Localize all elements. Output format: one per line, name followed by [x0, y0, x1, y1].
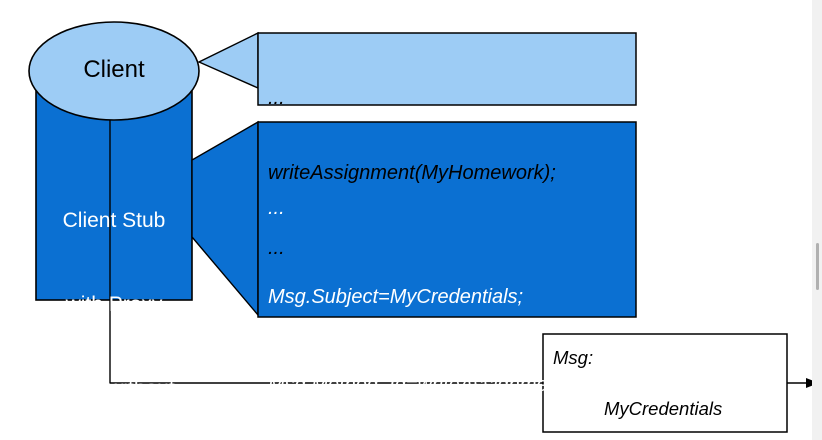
client-stub-label-line: (here without: [53, 377, 175, 400]
call-code-line: ...: [268, 237, 285, 259]
client-stub-label-line: Client Stub: [62, 209, 166, 232]
client-stub-label: Client Stub with Proxy (here without PEP…: [36, 151, 192, 440]
client-stub-label-line: with Proxy: [65, 293, 163, 316]
marshal-code-snippet: ... Msg.Subject=MyCredentials; Msg.Metho…: [268, 135, 598, 440]
marshal-callout-pointer: [191, 120, 259, 317]
message-flow-connector: [109, 100, 543, 384]
call-callout-pointer: [197, 31, 259, 90]
message-value-line: MyCredentials: [604, 398, 723, 419]
call-code-line: writeAssignment(MyHomework);: [268, 162, 556, 184]
client-stub-shape: [35, 87, 193, 301]
marshal-code-line: Msg.Subject=MyCredentials;: [268, 285, 524, 308]
marshal-callout-box: [257, 121, 637, 318]
call-code-snippet: ... writeAssignment(MyHomework); ...: [268, 36, 556, 311]
message-box-content: Msg: MyCredentials writeAssignment_Id My…: [553, 345, 765, 440]
marshal-code-line: ...: [268, 197, 285, 219]
message-box-label: Msg:: [553, 347, 594, 368]
client-ellipse: [28, 21, 200, 121]
scrollbar-thumb[interactable]: [816, 243, 819, 290]
marshal-code-line: Msg.Method_Id=writeAssignment_Id;: [268, 374, 598, 396]
message-box-shape: [542, 333, 788, 433]
client-label: Client: [83, 56, 145, 83]
scrollbar-track[interactable]: [812, 0, 822, 440]
call-callout-box: [257, 32, 637, 106]
call-code-line: ...: [268, 87, 285, 109]
message-box-values: MyCredentials writeAssignment_Id MyHomew…: [604, 345, 765, 440]
